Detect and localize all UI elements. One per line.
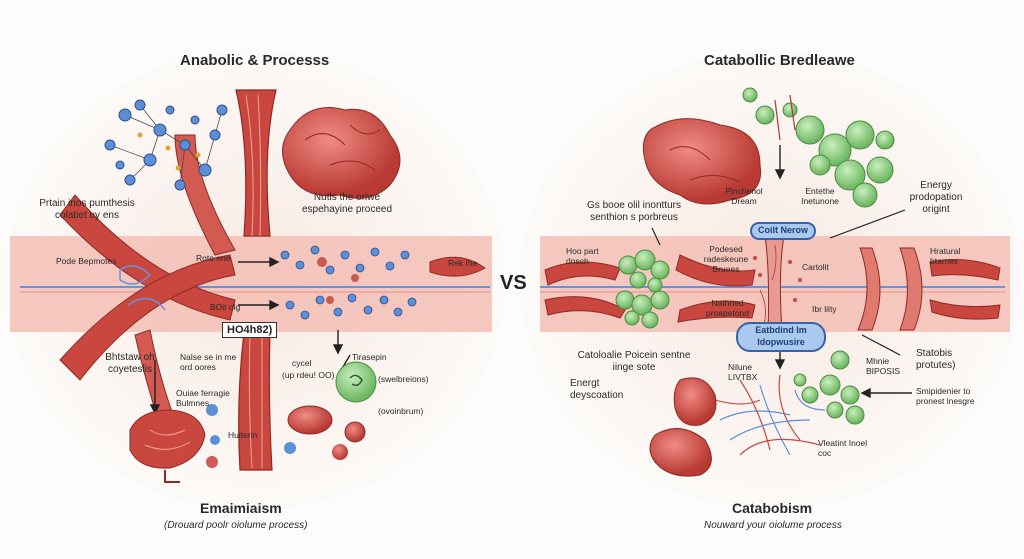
label-nalse: Nalse se in me ord oores	[180, 352, 237, 372]
label-sweibreions: (swelbreions)	[378, 374, 429, 384]
label-huiterin: Huiterin	[228, 430, 258, 440]
left-protein-nodes	[104, 99, 228, 191]
label-ovoinbrum: (ovoinbrum)	[378, 406, 424, 416]
left-center-molecule-cluster	[280, 245, 417, 320]
label-podesd: Podesed radeskeune Bruees	[703, 244, 749, 274]
label-tirasepin: Tirasepin	[352, 352, 387, 362]
label-rote: Rote ene	[196, 253, 231, 263]
left-bottom-title: Emaimiaism	[200, 500, 282, 516]
label-entethe: Entethe Inetunone	[801, 186, 839, 206]
right-green-cluster-top	[742, 87, 895, 208]
right-organ-bottom	[649, 428, 712, 477]
left-membrane-band	[10, 236, 492, 332]
label-cycel: cycel	[292, 358, 312, 368]
right-bottom-title: Catabobism	[732, 500, 813, 516]
label-hratural: Hratural btames	[930, 246, 961, 266]
label-energy-production: Energy prodopation origint	[909, 180, 963, 215]
right-green-cluster-bottom	[793, 350, 865, 425]
label-nutrients: Nutls the oriwe espehayine proceed	[301, 192, 393, 215]
right-organ-lower	[673, 377, 717, 426]
label-mhnie: Mhnie BIPOSIS	[866, 356, 901, 376]
left-crossed-tissue	[59, 194, 236, 321]
code-box: HO4h82)	[222, 322, 278, 338]
left-muscle-fiber-top	[235, 89, 277, 237]
label-upd: (up rdeu! OO)	[282, 370, 335, 380]
label-pinchenol: Pinchenol Dream	[725, 186, 763, 206]
label-bhstaw: Bhtstaw oh coyeteslis	[105, 352, 155, 375]
left-organ	[129, 409, 206, 469]
left-small-blobs	[206, 404, 366, 468]
label-statobis: Statobis protutes)	[916, 348, 956, 371]
right-bottom-subtitle: Nouward your oiolume process	[704, 520, 842, 531]
label-simpidenier: Smipidenier to pronest lnesgre	[916, 386, 975, 406]
label-boit: BOit olg	[210, 302, 241, 312]
label-catoloalie: Catoloalie Poicein sentne iinge sote	[577, 350, 691, 373]
label-ibr: Ibr lilty	[812, 304, 837, 314]
label-vleatint: Vleatint Inoel coc	[818, 438, 868, 458]
label-hoo: Hoo part dnsch	[566, 246, 599, 266]
label-rek: Rek Ihe	[448, 258, 478, 268]
pill-middle: Eatbdind Im Idopwusire	[736, 322, 826, 352]
vs-label: VS	[500, 272, 527, 294]
label-gs: Gs booe olil inontturs senthion s porbre…	[587, 200, 681, 223]
left-green-cell	[335, 361, 377, 403]
label-nilune: Nilune LIVTBX	[728, 362, 758, 382]
left-bottom-subtitle: (Drouard poolr oiolume process)	[164, 520, 308, 531]
left-muscle-fiber-bottom	[238, 331, 273, 471]
label-energt: Energt deyscoation	[570, 378, 624, 401]
label-pode: Pode Bepmotes	[56, 256, 117, 266]
label-nathned: Nathned proapetond	[705, 298, 749, 318]
left-protein-blob	[282, 107, 401, 199]
label-ouiae: Ouiae ferragie Bulmnes	[176, 388, 230, 408]
right-protein-blob	[642, 118, 762, 205]
right-branching-network	[699, 374, 826, 456]
left-title: Anabolic & Processs	[180, 52, 330, 69]
right-title: Catabollic Bredleawe	[704, 52, 855, 69]
label-protein-synthesis: Prtain inos pumthesis colatiet uy ens	[39, 198, 135, 221]
label-cartolit: Cartolit	[802, 262, 829, 272]
pill-top: Coilt Nerow	[750, 222, 816, 240]
right-green-cluster-band	[615, 249, 670, 329]
